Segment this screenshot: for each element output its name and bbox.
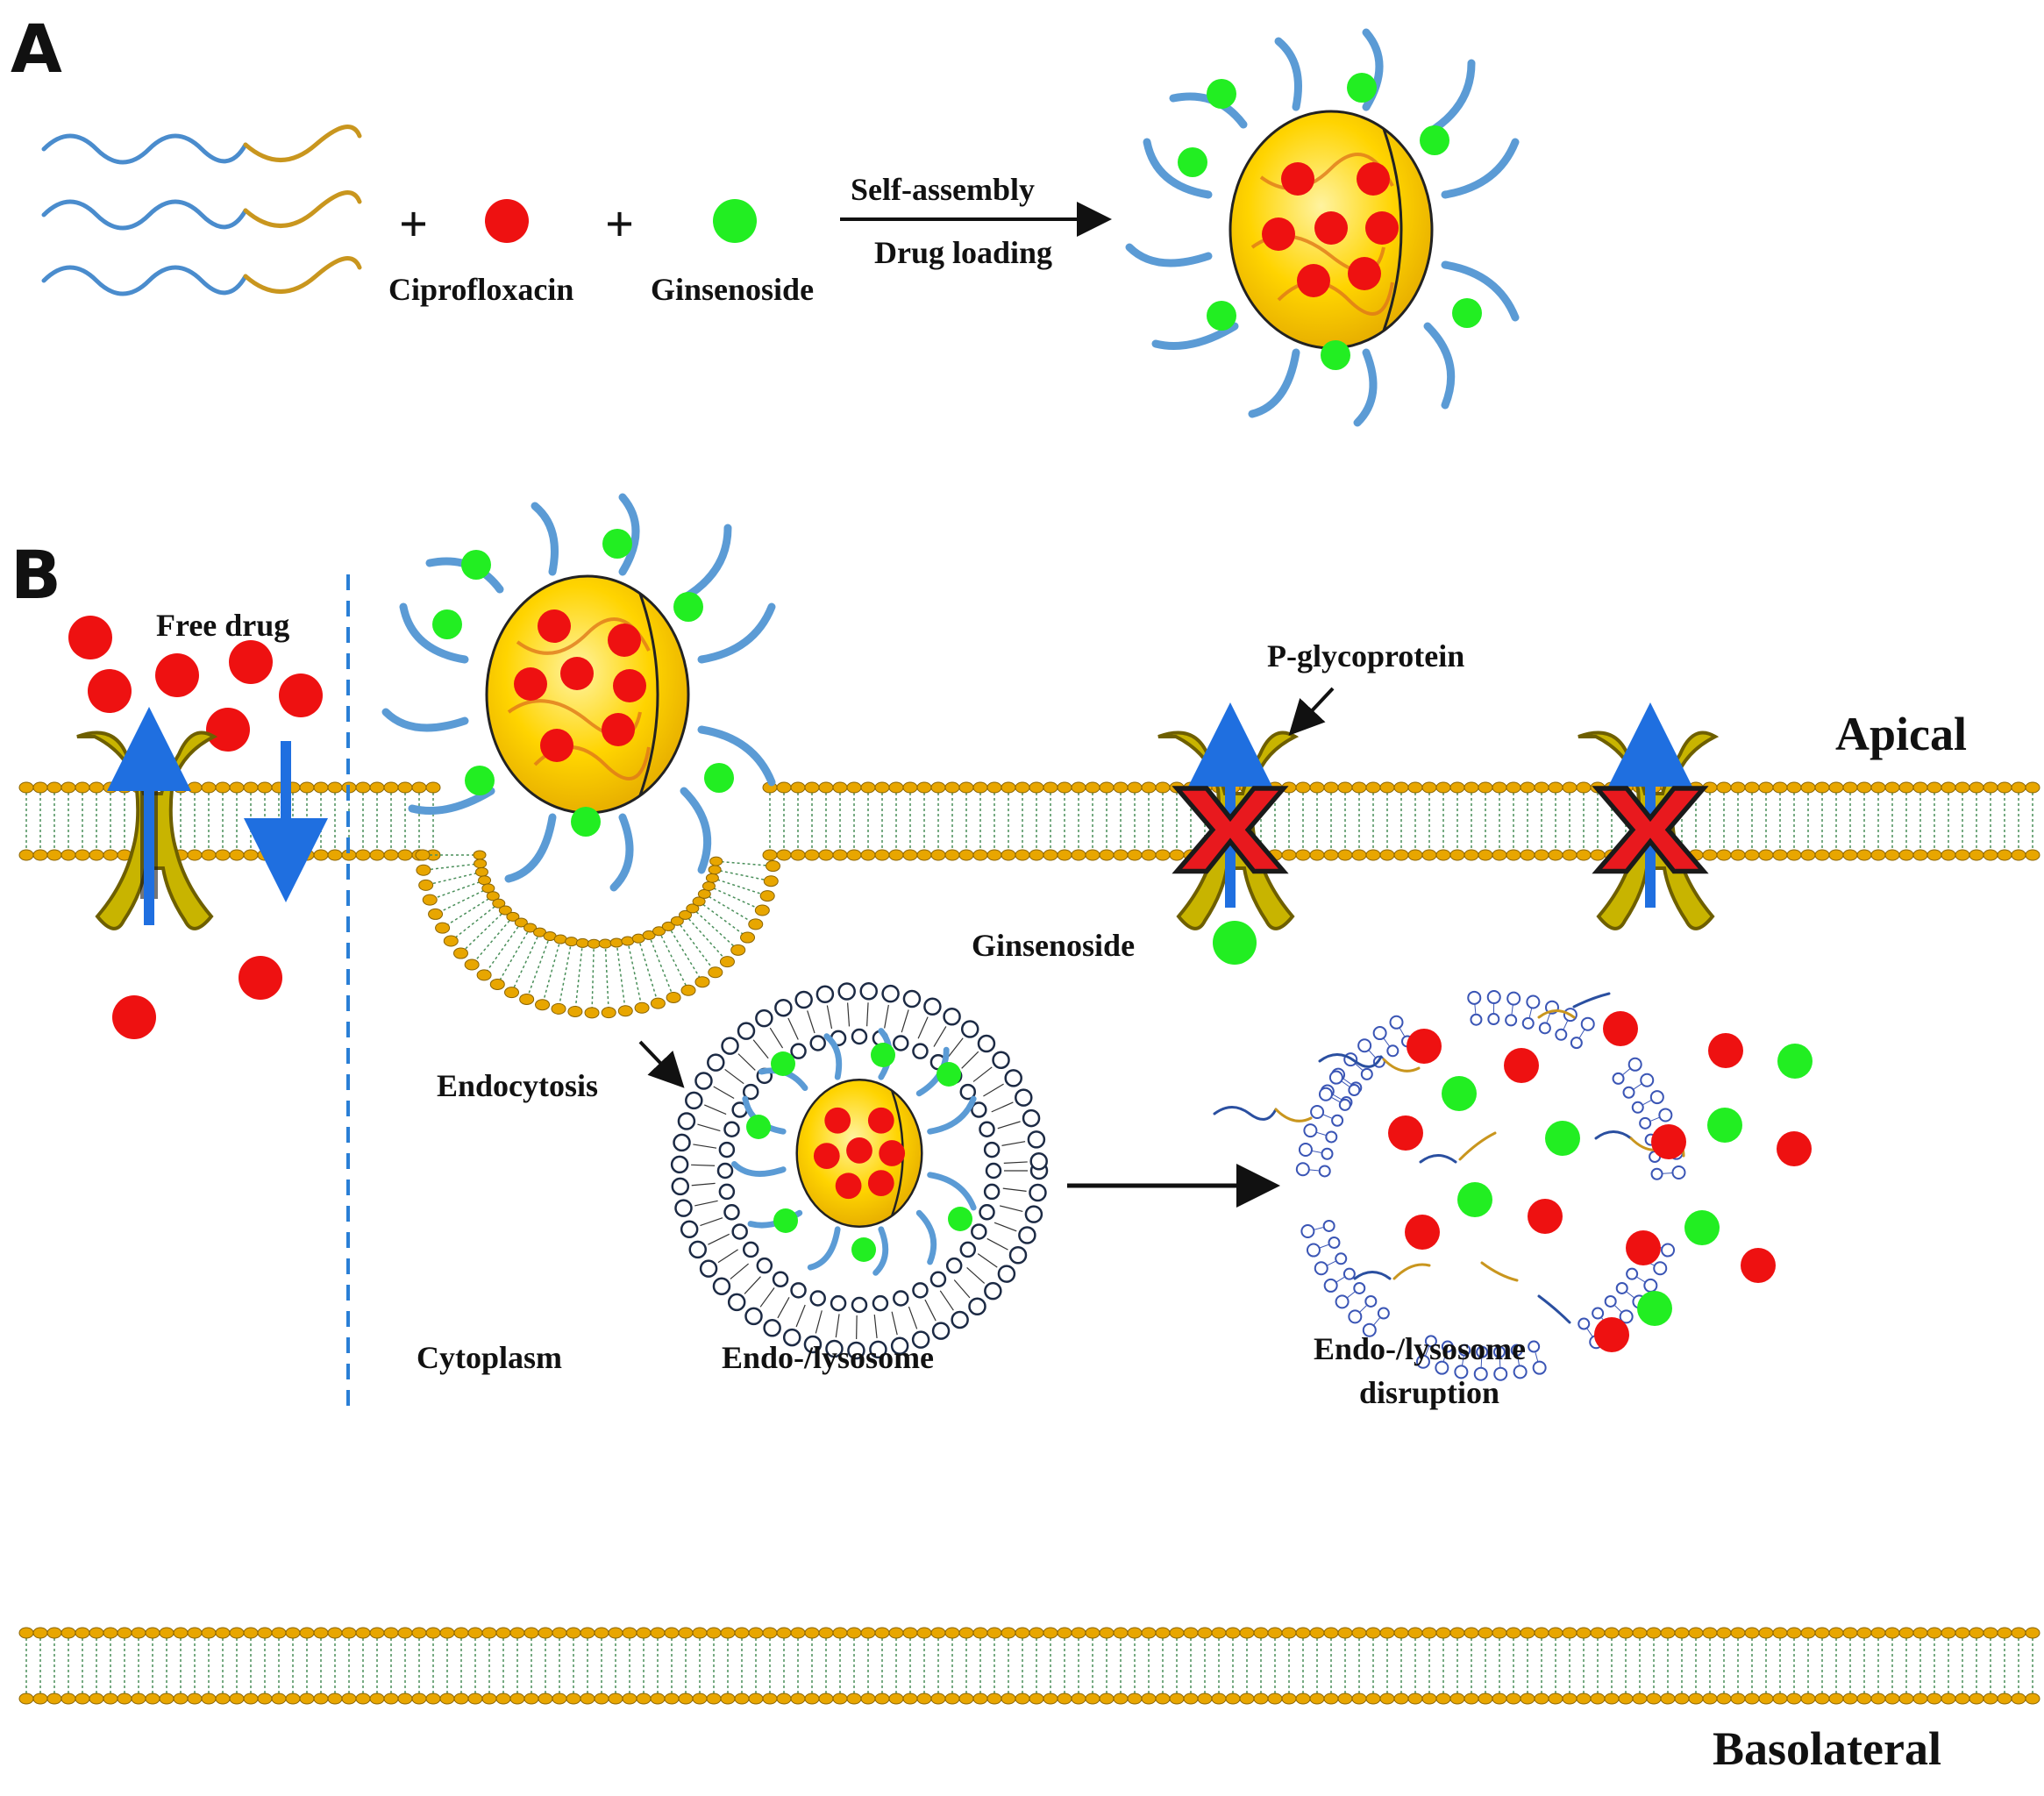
copolymer-chains	[41, 125, 362, 296]
ginsenoside-label: Ginsenoside	[651, 272, 814, 307]
cytoplasm-label: Cytoplasm	[417, 1340, 562, 1375]
ciprofloxacin-label: Ciprofloxacin	[388, 272, 573, 307]
loaded-micelle-b	[381, 493, 776, 892]
drug-loading-label: Drug loading	[874, 235, 1052, 270]
free-drug-molecules	[68, 616, 323, 1039]
ginsenoside-b-dot	[1213, 921, 1257, 965]
ginsenoside-dot	[713, 199, 757, 243]
pgp-pointer-arrow	[1288, 687, 1335, 736]
panel-label-a: A	[11, 10, 62, 88]
free-drug-label: Free drug	[156, 608, 289, 643]
endocytic-pit	[415, 849, 781, 1019]
ciprofloxacin-dot	[485, 199, 529, 243]
basolateral-membrane	[18, 1627, 2040, 1705]
endo-lysosome-vesicle	[670, 982, 1049, 1360]
endocytosis-arrow	[638, 1040, 685, 1088]
endo-lysosome-label: Endo-/lysosome	[722, 1340, 934, 1375]
disrupted-vesicle	[1295, 990, 1686, 1381]
disruption-label-line1: Endo-/lysosome	[1314, 1331, 1526, 1366]
apical-membrane	[18, 781, 2040, 861]
basolateral-label: Basolateral	[1713, 1722, 1941, 1775]
released-chains	[1213, 992, 1685, 1324]
self-assembly-label: Self-assembly	[851, 172, 1035, 207]
vesicle-ginsenoside	[746, 1043, 972, 1262]
ginsenoside-b-label: Ginsenoside	[972, 928, 1135, 963]
p-glycoprotein-blocked-2	[1578, 702, 1720, 930]
p-glycoprotein-blocked-1	[1157, 702, 1300, 930]
apical-label: Apical	[1835, 708, 1967, 760]
disruption-label-line2: disruption	[1359, 1375, 1499, 1410]
panel-label-b: B	[11, 536, 61, 614]
plus-sign-1: +	[399, 196, 428, 253]
released-drugs	[1388, 1011, 1813, 1352]
loaded-micelle-a	[1125, 28, 1520, 427]
p-glycoprotein-left	[76, 707, 218, 930]
endocytosis-label: Endocytosis	[437, 1068, 598, 1103]
p-glycoprotein-label: P-glycoprotein	[1267, 638, 1464, 674]
plus-sign-2: +	[605, 196, 634, 253]
